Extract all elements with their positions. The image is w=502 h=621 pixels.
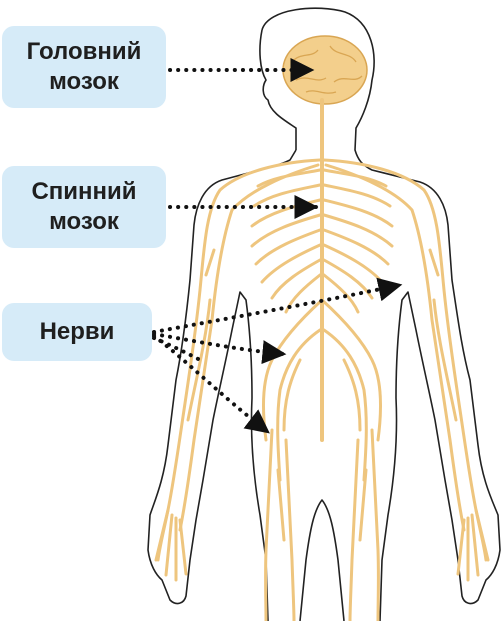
nerve-network	[156, 100, 488, 621]
left-body-outline	[148, 150, 296, 621]
brain-shape	[283, 36, 367, 104]
nerves-label: Нерви	[2, 303, 152, 361]
brain-label: Головний мозок	[2, 26, 166, 108]
inner-legs	[300, 500, 344, 621]
spinal-cord-label: Спинний мозок	[2, 166, 166, 248]
pointer-arrows	[154, 70, 400, 432]
